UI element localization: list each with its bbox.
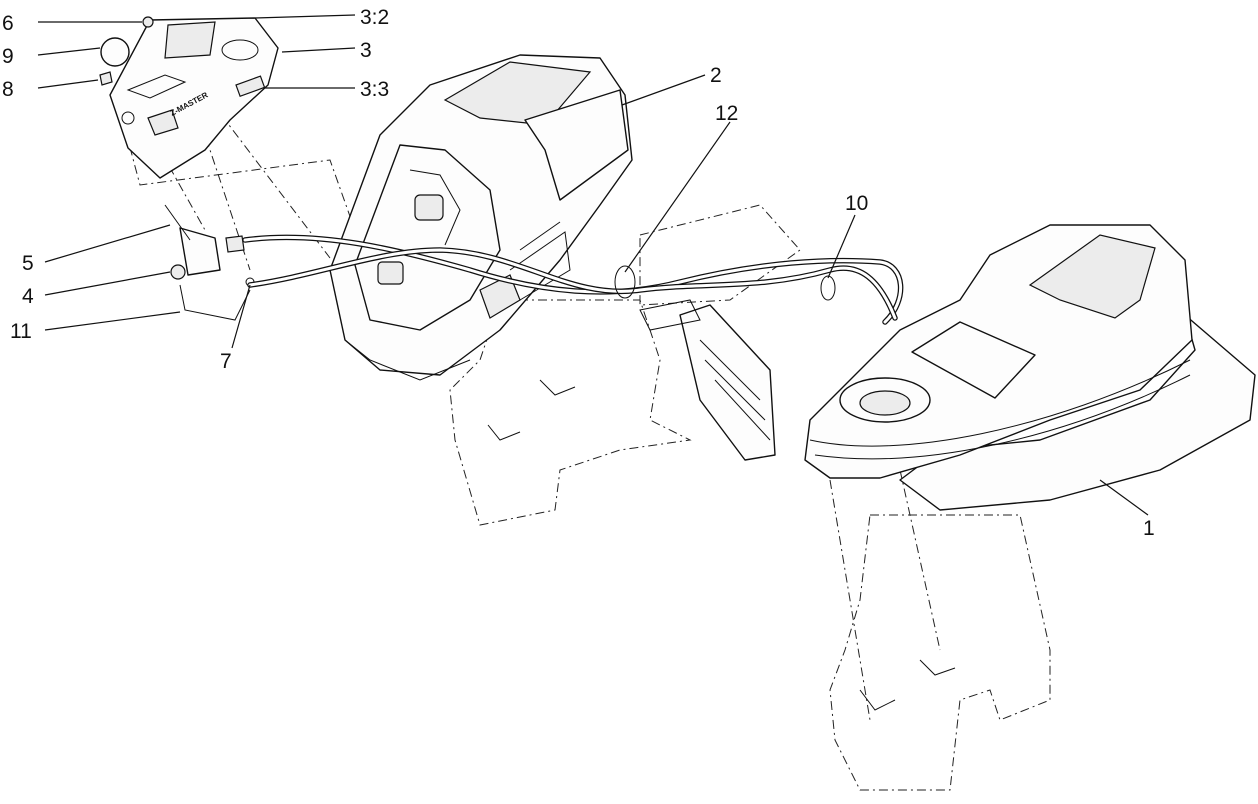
callout-9: 9 (2, 45, 14, 68)
callout-6: 6 (2, 12, 14, 35)
wire-harness (242, 234, 904, 325)
floor-panel-rear (449, 299, 692, 526)
left-control-pod (329, 54, 633, 381)
plug-ball-small (142, 16, 154, 28)
callout-3-2: 3:2 (360, 6, 389, 29)
callout-11: 11 (10, 320, 32, 343)
right-control-pod (804, 224, 1256, 511)
callout-10: 10 (845, 192, 868, 215)
callout-7: 7 (220, 350, 232, 373)
callout-12: 12 (715, 102, 738, 125)
callout-2: 2 (710, 64, 722, 87)
leader-lines (37, 14, 1149, 516)
callout-3-3: 3:3 (360, 78, 389, 101)
callout-3: 3 (360, 39, 372, 62)
callout-5: 5 (22, 252, 34, 275)
knob-ball (100, 37, 130, 67)
cable-clamp-right (820, 275, 836, 301)
screw (99, 71, 113, 86)
floor-panel-right (829, 514, 1051, 791)
callout-8: 8 (2, 78, 14, 101)
callout-1: 1 (1143, 517, 1155, 540)
hardware-small-parts (99, 16, 255, 321)
console-panel: Z-MASTER (109, 17, 279, 179)
center-bracket (639, 299, 776, 461)
cable-clamp-left (614, 265, 636, 299)
callout-4: 4 (22, 285, 34, 308)
callout-labels: 6 9 8 3:2 3 3:3 2 12 10 5 4 11 7 1 (2, 6, 1155, 540)
